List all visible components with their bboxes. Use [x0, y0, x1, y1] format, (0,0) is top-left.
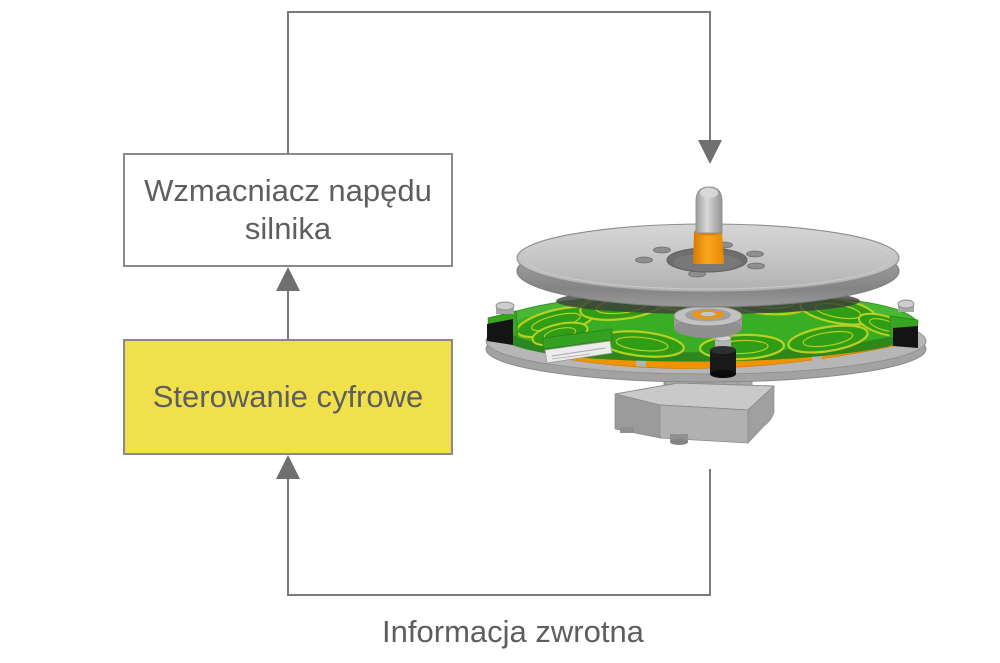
standoff-right	[889, 299, 919, 348]
amplifier-box-label: Wzmacniacz napędu silnika	[144, 173, 432, 246]
control-box-label: Sterowanie cyfrowe	[152, 379, 424, 414]
bearing-hub	[673, 305, 743, 338]
standoff-front	[710, 334, 736, 378]
amplifier-box: Wzmacniacz napędu silnika	[123, 153, 453, 267]
spindle-pin	[693, 186, 724, 264]
turntable-motor-illustration	[485, 186, 927, 445]
flow-line-amplifier-to-motor	[287, 11, 711, 153]
feedback-caption: Informacja zwrotna	[382, 614, 644, 649]
standoff-left	[487, 301, 519, 345]
flow-line-feedback	[287, 469, 711, 596]
control-box: Sterowanie cyfrowe	[123, 339, 453, 455]
arrowhead-into-motor	[698, 140, 722, 164]
arrowhead-into-control	[276, 455, 300, 479]
label-plate	[542, 328, 613, 364]
motor-mount-bracket	[614, 374, 775, 445]
arrowhead-into-amplifier	[276, 267, 300, 291]
